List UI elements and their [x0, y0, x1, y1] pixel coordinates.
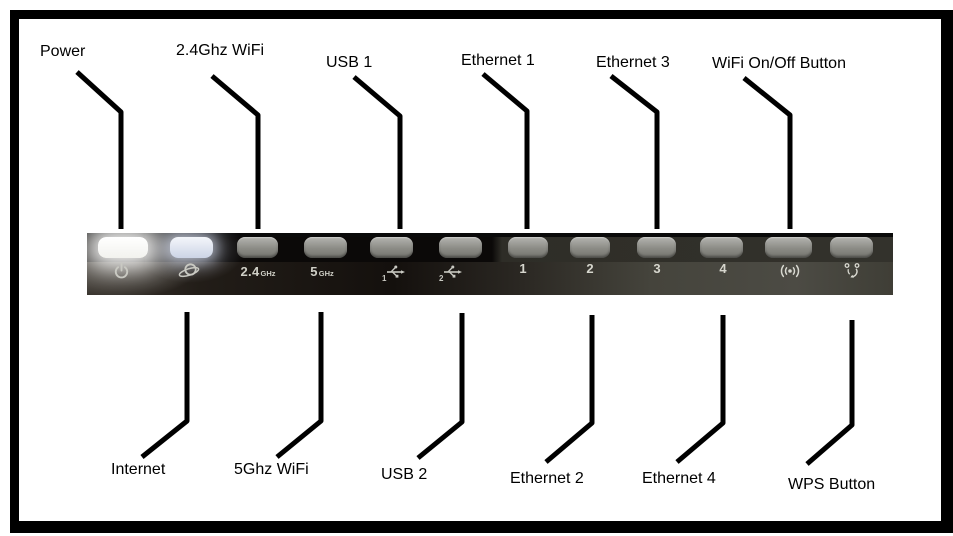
usb-1-icon: 1: [382, 259, 409, 283]
band-5ghz-text: 5 GHz: [296, 259, 348, 283]
led-lens-ethernet-2: [570, 237, 610, 258]
label-2-4ghz-wifi: 2.4Ghz WiFi: [176, 42, 265, 59]
label-usb-1: USB 1: [326, 54, 373, 71]
label-ethernet-2: Ethernet 2: [510, 470, 584, 487]
ethernet-4-number: 4: [719, 261, 727, 276]
led-lens-ethernet-1: [508, 237, 548, 258]
label-wps-button: WPS Button: [788, 476, 876, 493]
label-usb-2: USB 2: [381, 466, 428, 483]
ethernet-1-number: 1: [519, 261, 527, 276]
led-lens-power: [98, 237, 148, 258]
led-lens-ethernet-3: [637, 237, 676, 258]
led-lens-ethernet-4: [700, 237, 743, 258]
led-lens-usb-1: [370, 237, 413, 258]
label-wifi-on-off: WiFi On/Off Button: [712, 55, 846, 72]
ethernet-3-number: 3: [653, 261, 661, 276]
usb-2-number: 2: [439, 273, 444, 283]
label-ethernet-1: Ethernet 1: [461, 52, 535, 69]
led-lens-wps: [830, 237, 873, 258]
wps-sync-icon: [841, 259, 863, 283]
led-lens-2-4ghz: [237, 237, 278, 258]
diagram-border-frame: [10, 10, 953, 533]
band-5-unit: GHz: [318, 268, 334, 278]
ethernet-2-number: 2: [586, 261, 594, 276]
globe-orbit-icon: [176, 259, 202, 283]
led-lens-wifi-on-off: [765, 237, 812, 258]
router-front-panel: 2.4 GHz 5 GHz 1: [87, 233, 893, 295]
band-2-4-unit: GHz: [260, 268, 276, 278]
led-lens-5ghz: [304, 237, 347, 258]
label-internet: Internet: [111, 461, 166, 478]
wifi-signal-icon: [776, 259, 804, 283]
usb-2-icon: 2: [439, 259, 466, 283]
usb-1-number: 1: [382, 273, 387, 283]
band-2-4ghz-text: 2.4 GHz: [232, 259, 284, 283]
label-power: Power: [40, 43, 86, 60]
power-icon: [109, 259, 133, 283]
panel-face: [87, 262, 893, 295]
label-ethernet-4: Ethernet 4: [642, 470, 716, 487]
led-lens-usb-2: [439, 237, 482, 258]
led-lens-internet: [170, 237, 213, 258]
label-ethernet-3: Ethernet 3: [596, 54, 670, 71]
band-5-value: 5: [310, 263, 318, 279]
label-5ghz-wifi: 5Ghz WiFi: [234, 461, 309, 478]
band-2-4-value: 2.4: [240, 263, 260, 279]
